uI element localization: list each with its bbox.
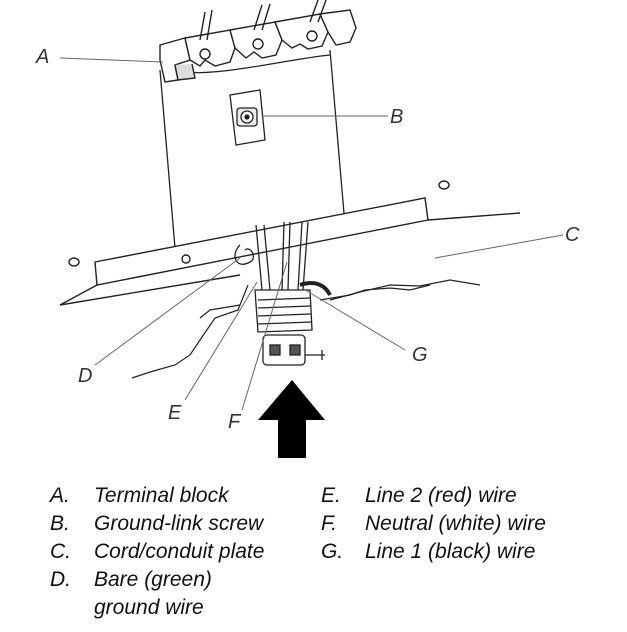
legend-key: A. [50, 484, 70, 507]
legend-key: D. [50, 568, 71, 591]
legend-item-g: G. Line 1 (black) wire [321, 538, 611, 566]
ground-link-screw [229, 89, 266, 146]
legend-key: E. [321, 484, 341, 507]
callout-a: A [35, 46, 49, 68]
legend-text: Line 2 (red) wire [365, 484, 517, 507]
wiring-diagram: A B C D E F G [35, 0, 580, 458]
terminal-block [159, 0, 357, 83]
legend-item-e: E. Line 2 (red) wire [321, 482, 611, 510]
legend-key: G. [321, 540, 344, 563]
legend-item-c: C. Cord/conduit plate [50, 538, 320, 566]
leader-lines [59, 57, 564, 411]
callout-c: C [565, 224, 580, 246]
legend-text: Cord/conduit plate [94, 540, 265, 563]
legend-text: Bare (green) ground wire [94, 568, 212, 619]
legend-item-b: B. Ground-link screw [50, 510, 320, 538]
legend-key: B. [50, 512, 70, 535]
legend-text: Neutral (white) wire [365, 512, 546, 535]
legend-key: F. [321, 512, 337, 535]
strain-relief [254, 289, 325, 366]
legend-text: Terminal block [94, 484, 229, 507]
panel-edges [131, 279, 481, 379]
callout-f: F [228, 411, 242, 433]
direction-arrow [258, 380, 325, 458]
legend-item-f: F. Neutral (white) wire [321, 510, 611, 538]
legend-text: Line 1 (black) wire [365, 540, 536, 563]
legend-column-right: E. Line 2 (red) wire F. Neutral (white) … [321, 482, 611, 566]
legend-column-left: A. Terminal block B. Ground-link screw C… [50, 482, 320, 622]
callout-e: E [168, 402, 182, 424]
wires [234, 221, 332, 297]
callout-d: D [78, 365, 92, 387]
legend-item-d: D. Bare (green) ground wire [50, 566, 320, 622]
callout-b: B [390, 106, 403, 128]
legend-key: C. [50, 540, 71, 563]
callout-g: G [412, 344, 428, 366]
legend: A. Terminal block B. Ground-link screw C… [50, 482, 610, 627]
legend-item-a: A. Terminal block [50, 482, 320, 510]
legend-text: Ground-link screw [94, 512, 264, 535]
